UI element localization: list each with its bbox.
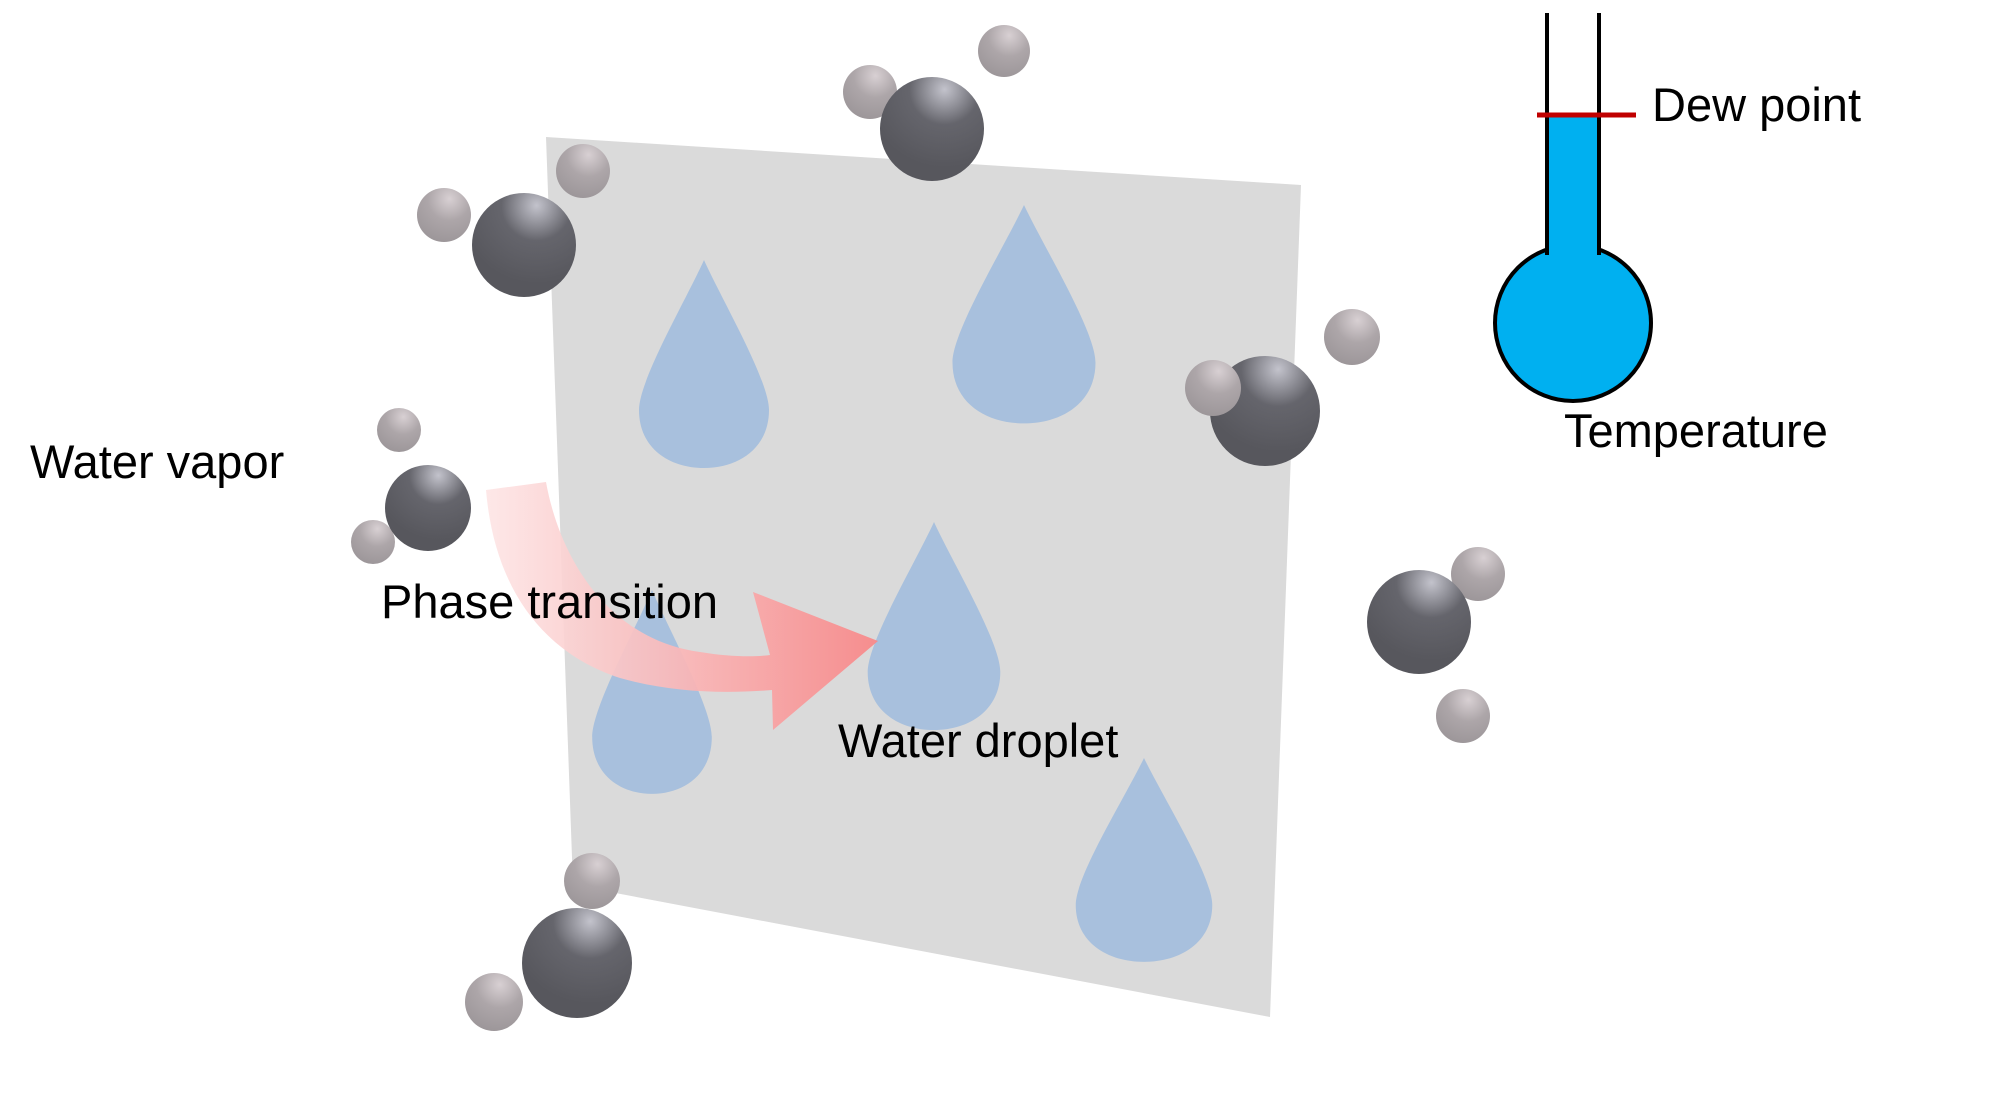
water-molecule-icon (417, 144, 610, 297)
water-molecules (351, 25, 1505, 1031)
phase-transition-arrow-icon (486, 482, 878, 730)
water-droplet-icon (639, 260, 769, 468)
water-droplet-icon (952, 205, 1096, 424)
label-water-droplet: Water droplet (838, 714, 1118, 767)
label-dew-point: Dew point (1652, 78, 1861, 131)
label-temperature: Temperature (1564, 404, 1828, 457)
water-molecule-icon (465, 853, 632, 1031)
thermometer-icon (1493, 13, 1653, 403)
water-molecule-icon (843, 25, 1030, 181)
label-water-vapor: Water vapor (30, 435, 284, 488)
water-droplet-icon (867, 522, 1001, 730)
water-droplet-icon (592, 590, 712, 794)
water-molecule-icon (1367, 547, 1505, 743)
droplets (592, 205, 1213, 962)
label-phase-transition: Phase transition (381, 575, 718, 628)
water-droplet-icon (1075, 758, 1213, 962)
water-molecule-icon (351, 408, 471, 564)
water-molecule-icon (1185, 309, 1380, 466)
